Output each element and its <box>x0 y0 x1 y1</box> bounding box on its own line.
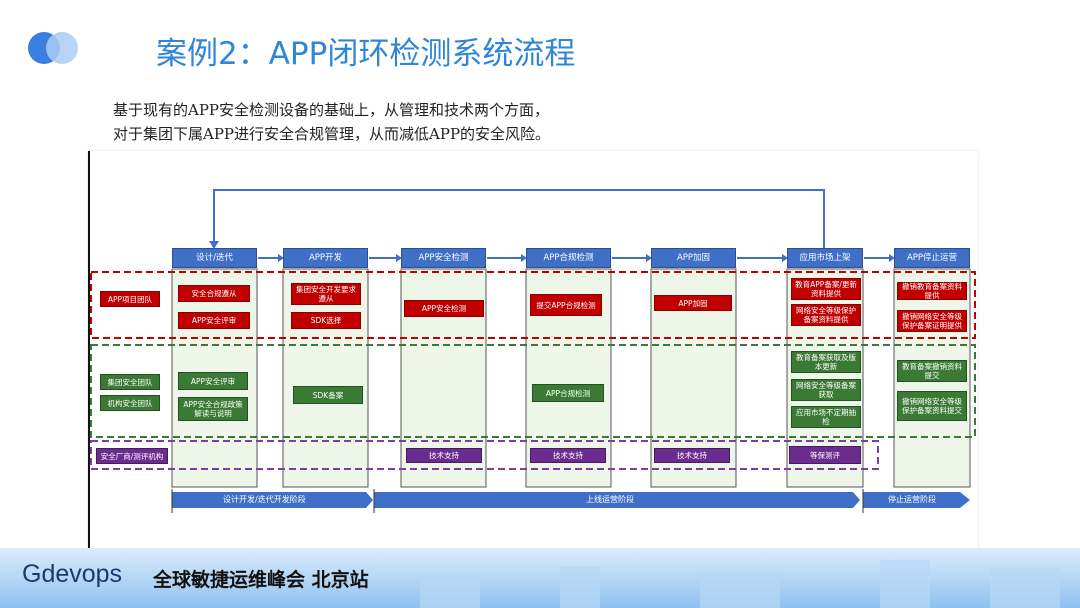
green-box-security-review: APP安全评审 <box>178 372 248 390</box>
red-box-mlps-filing: 网络安全等级保护备案资料提供 <box>791 304 861 326</box>
header-compliance-check: APP合规检测 <box>526 248 611 268</box>
role-app-team: APP项目团队 <box>100 291 160 307</box>
stage-arrow-1 <box>172 492 373 508</box>
stage-label-stop: 停止运营阶段 <box>888 495 936 504</box>
header-design-iterate: 设计/迭代 <box>172 248 257 268</box>
red-box-dev-requirements: 集团安全开发要求遵从 <box>291 283 361 305</box>
red-box-revoke-mlps: 撤销网络安全等级保护备案证明提供 <box>897 310 967 332</box>
intro-line-2: 对于集团下属APP进行安全合规管理，从而减低APP的安全风险。 <box>113 125 551 143</box>
purple-box-support-2: 技术支持 <box>530 448 606 463</box>
flow-diagram: 设计/迭代 APP开发 APP安全检测 APP合规检测 APP加固 应用市场上架… <box>88 151 978 560</box>
purple-box-support-1: 技术支持 <box>406 448 482 463</box>
footer-banner: Gdevops 全球敏捷运维峰会 北京站 <box>0 548 1080 608</box>
purple-box-mlps-eval: 等保测评 <box>789 446 861 464</box>
red-box-security-review: APP安全评审 <box>178 312 250 329</box>
left-border-line <box>88 151 90 560</box>
red-box-hardening: APP加固 <box>654 295 732 311</box>
brand-logo-text: Gdevops <box>22 560 123 588</box>
page-title: 案例2：APP闭环检测系统流程 <box>156 36 576 72</box>
green-box-edu-obtain: 教育备案获取及版本更新 <box>791 351 861 373</box>
col-bg-2 <box>282 268 369 488</box>
intro-line-1: 基于现有的APP安全检测设备的基础上，从管理和技术两个方面， <box>113 101 550 119</box>
green-box-mlps-revoke: 撤销网络安全等级保护备案资料提交 <box>897 391 967 421</box>
red-box-sdk-select: SDK选择 <box>291 312 361 329</box>
header-security-check: APP安全检测 <box>401 248 486 268</box>
green-box-sdk-filing: SDK备案 <box>293 386 363 404</box>
role-org-security: 机构安全团队 <box>100 395 160 411</box>
stage-arrow-3 <box>863 492 970 508</box>
header-hardening: APP加固 <box>651 248 736 268</box>
purple-box-support-3: 技术支持 <box>654 448 730 463</box>
loop-arrow <box>213 189 825 248</box>
red-box-submit-compliance: 提交APP合规检测 <box>530 294 602 316</box>
stage-label-online: 上线运营阶段 <box>586 495 634 504</box>
role-group-security: 集团安全团队 <box>100 374 160 390</box>
logo <box>28 30 84 68</box>
green-box-store-spotcheck: 应用市场不定期抽检 <box>791 406 861 428</box>
event-title: 全球敏捷运维峰会 北京站 <box>153 569 369 591</box>
red-box-compliance: 安全合规遵从 <box>178 285 250 302</box>
role-vendor: 安全厂商/测评机构 <box>96 448 168 464</box>
green-box-edu-revoke: 教育备案撤销资料提交 <box>897 360 967 382</box>
loop-arrow-head <box>209 241 219 249</box>
red-box-edu-filing: 教育APP备案/更新资料提供 <box>791 278 861 300</box>
green-box-mlps-obtain: 网络安全等级备案获取 <box>791 379 861 401</box>
logo-circle-light <box>46 32 78 64</box>
header-app-dev: APP开发 <box>283 248 368 268</box>
intro-text: 基于现有的APP安全检测设备的基础上，从管理和技术两个方面， 对于集团下属APP… <box>113 98 550 146</box>
green-box-compliance-check: APP合规检测 <box>532 384 604 402</box>
header-store-listing: 应用市场上架 <box>787 248 863 268</box>
red-box-security-check: APP安全检测 <box>404 300 484 317</box>
red-box-revoke-edu: 撤销教育备案资料提供 <box>897 282 967 300</box>
stage-label-design: 设计开发/迭代开发阶段 <box>223 495 306 504</box>
lane-green <box>90 344 976 438</box>
stage-arrow-2 <box>374 492 860 508</box>
green-box-policy-explain: APP安全合规政策解读与说明 <box>178 397 248 421</box>
lane-red <box>90 271 976 339</box>
header-stop-operation: APP停止运营 <box>894 248 970 268</box>
